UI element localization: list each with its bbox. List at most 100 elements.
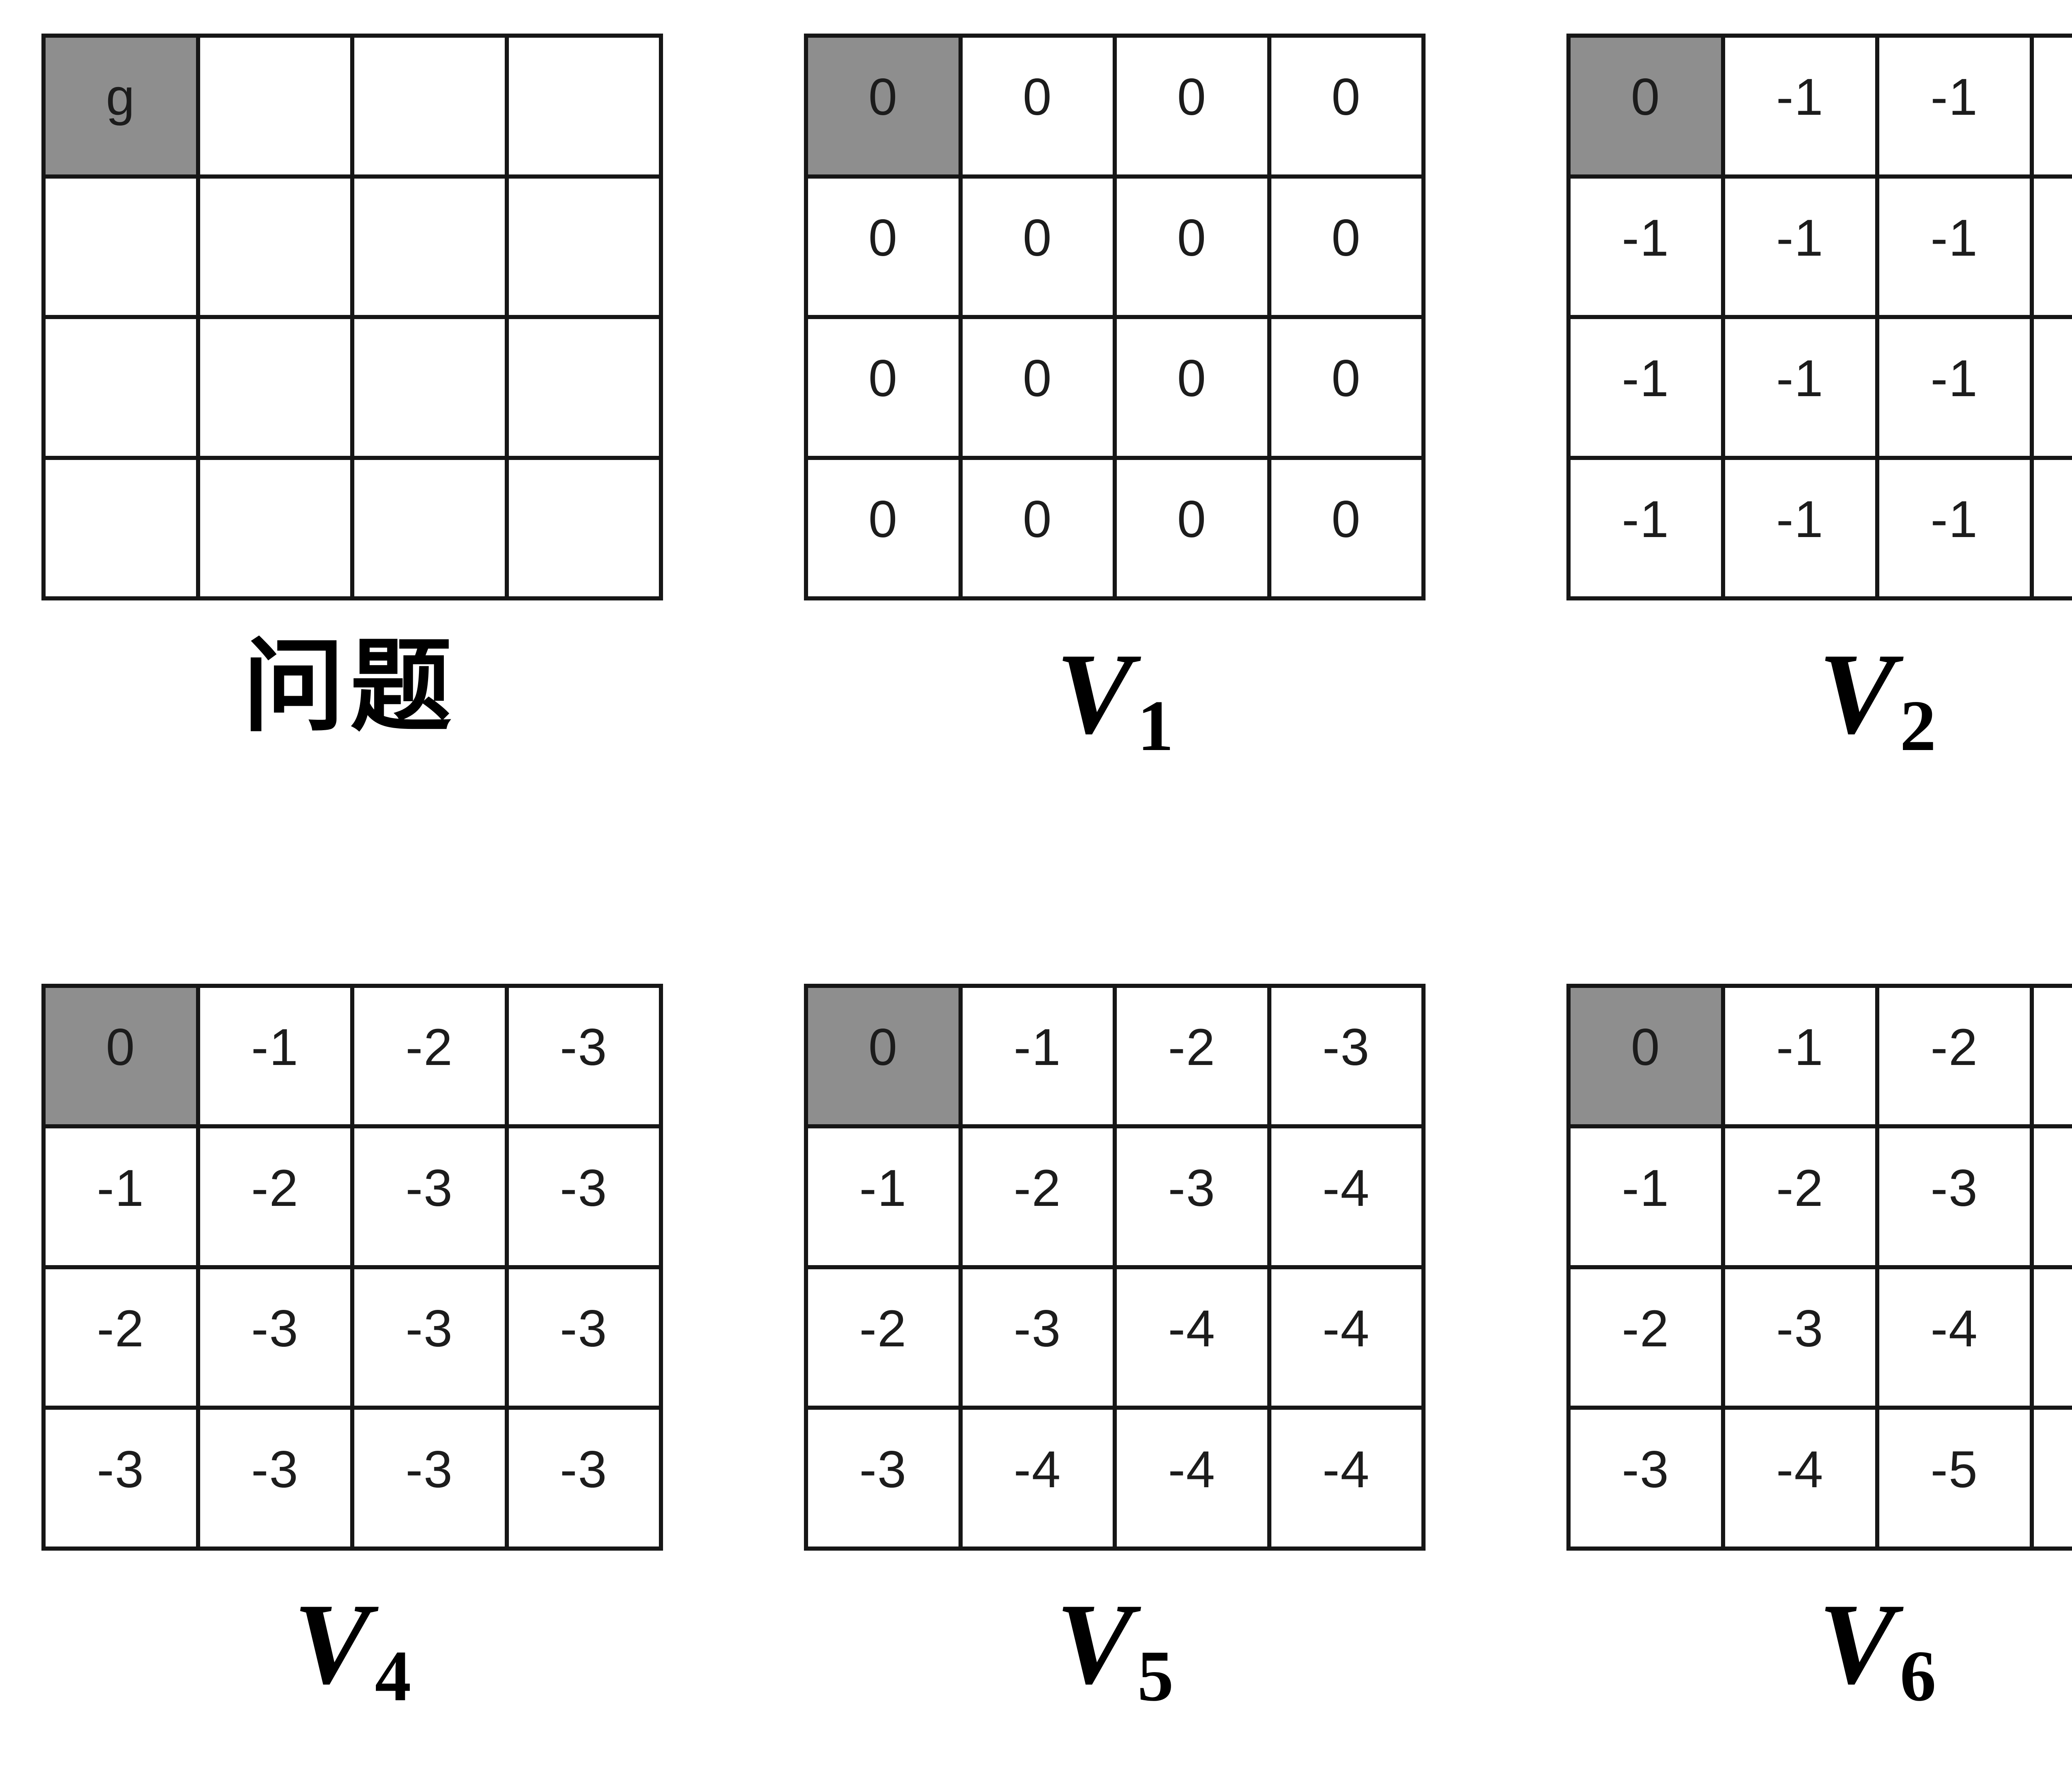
cell-value: 0 — [1331, 350, 1361, 408]
grid-cell: -3 — [352, 1126, 507, 1267]
grid-cell: -2 — [352, 985, 507, 1127]
grid-cell: -4 — [1269, 1126, 1423, 1267]
gridworld-grid: 0-1-2-3-1-2-3-3-2-3-3-3-3-3-3-3 — [41, 983, 663, 1551]
grid-cell — [506, 176, 661, 317]
cell-value: -2 — [1776, 1159, 1824, 1217]
cell-value: -3 — [405, 1300, 453, 1358]
cell-value: 0 — [1022, 68, 1053, 126]
cell-value: -3 — [97, 1440, 145, 1498]
cell-value: 0 — [868, 68, 898, 126]
grid-label-sub: 4 — [375, 1635, 411, 1716]
cell-value: -1 — [1930, 68, 1978, 126]
gridworld-grid: 0-1-1-1-1-1-1-1-1-1-1-1-1-1-1-1 — [1566, 34, 2072, 600]
grid-cell: -1 — [1723, 985, 1877, 1127]
cell-value: 0 — [1331, 209, 1361, 267]
grid-label: V2 — [1566, 633, 2072, 764]
grid-cell — [506, 317, 661, 458]
grid-cell — [198, 457, 352, 598]
goal-cell: 0 — [1569, 985, 1723, 1127]
grid-cell: -3 — [44, 1408, 198, 1549]
grid-cell: 0 — [960, 457, 1115, 598]
grid-cell: -3 — [506, 985, 661, 1127]
grid-cell: -4 — [1723, 1408, 1877, 1549]
cell-value: -2 — [97, 1300, 145, 1358]
grid-cell: -3 — [1723, 1267, 1877, 1408]
grid-cell — [44, 317, 198, 458]
cell-value: 0 — [868, 490, 898, 548]
grid-cell: -3 — [960, 1267, 1115, 1408]
grid-cell: 0 — [1269, 457, 1423, 598]
cell-value: -4 — [1322, 1300, 1370, 1358]
goal-cell: 0 — [1569, 36, 1723, 177]
grid-cell: -5 — [2031, 1408, 2072, 1549]
grid-cell: 0 — [1115, 317, 1269, 458]
grid-label-main: V — [1055, 629, 1133, 758]
grid-cell: -1 — [2031, 317, 2072, 458]
grid-cell: -1 — [1569, 1126, 1723, 1267]
grid-cell: -3 — [506, 1126, 661, 1267]
grid-cell: 0 — [1115, 176, 1269, 317]
grid-cell: -1 — [1723, 176, 1877, 317]
grid-label: 问题 — [41, 632, 663, 753]
cell-value: -3 — [560, 1159, 608, 1217]
grid-cell: -1 — [806, 1126, 961, 1267]
grid-label: V5 — [804, 1583, 1426, 1714]
cell-value: -2 — [1014, 1159, 1062, 1217]
grid-label-sub: 1 — [1137, 685, 1174, 766]
grid-panel-V4: 0-1-2-3-1-2-3-3-2-3-3-3-3-3-3-3 V4 — [41, 983, 663, 1716]
cell-value: -1 — [1930, 490, 1978, 548]
grid-cell: -2 — [1877, 985, 2032, 1127]
grid-cell: -2 — [1569, 1267, 1723, 1408]
goal-cell: 0 — [44, 985, 198, 1127]
grid-cell: -2 — [1723, 1126, 1877, 1267]
cell-value: -2 — [251, 1159, 299, 1217]
cell-value: 0 — [868, 209, 898, 267]
grid-cell — [44, 176, 198, 317]
grid-panel-V2: 0-1-1-1-1-1-1-1-1-1-1-1-1-1-1-1 V2 — [1566, 34, 2072, 764]
grid-cell: -3 — [198, 1408, 352, 1549]
cell-value: -2 — [405, 1019, 453, 1076]
grid-cell: -2 — [198, 1126, 352, 1267]
grid-label-main: V — [1818, 1579, 1896, 1708]
grid-cell: -2 — [960, 1126, 1115, 1267]
grid-cell: -5 — [1877, 1408, 2032, 1549]
grid-cell: -1 — [1877, 457, 2032, 598]
cell-value: -3 — [560, 1019, 608, 1076]
cell-value: -1 — [1622, 490, 1670, 548]
grid-cell: -2 — [44, 1267, 198, 1408]
cell-value: -4 — [1168, 1440, 1216, 1498]
grid-cell: 0 — [806, 176, 961, 317]
grid-cell: -1 — [2031, 36, 2072, 177]
cell-value: -3 — [560, 1440, 608, 1498]
grid-cell: -3 — [1269, 985, 1423, 1127]
cell-value: -1 — [1776, 350, 1824, 408]
cell-value: -1 — [1776, 68, 1824, 126]
grid-cell — [352, 176, 507, 317]
cell-value: -1 — [1930, 350, 1978, 408]
grid-cell: -3 — [506, 1408, 661, 1549]
grid-cell — [352, 457, 507, 598]
cell-value: -4 — [1776, 1440, 1824, 1498]
grid-panel-V5: 0-1-2-3-1-2-3-4-2-3-4-4-3-4-4-4 V5 — [804, 983, 1426, 1714]
grid-cell: -4 — [960, 1408, 1115, 1549]
grid-cell: -4 — [2031, 1126, 2072, 1267]
cell-value: -4 — [1322, 1440, 1370, 1498]
cell-value: -1 — [859, 1159, 907, 1217]
grid-cell: -3 — [506, 1267, 661, 1408]
cell-value: -1 — [1622, 1159, 1670, 1217]
cell-value: -1 — [1776, 209, 1824, 267]
cell-value: 0 — [1177, 68, 1207, 126]
grid-cell: 0 — [960, 317, 1115, 458]
cell-value: -3 — [1776, 1300, 1824, 1358]
grid-cell: 0 — [806, 317, 961, 458]
cell-value: -1 — [1930, 209, 1978, 267]
gridworld-grid: 0-1-2-3-1-2-3-4-2-3-4-5-3-4-5-5 — [1566, 983, 2072, 1551]
grid-cell: 0 — [806, 457, 961, 598]
cell-value: -1 — [1014, 1019, 1062, 1076]
grid-label: V1 — [804, 633, 1426, 764]
cell-value: 0 — [1177, 209, 1207, 267]
cell-value: -1 — [97, 1159, 145, 1217]
goal-cell: 0 — [806, 36, 961, 177]
grid-cell: -2 — [1115, 985, 1269, 1127]
